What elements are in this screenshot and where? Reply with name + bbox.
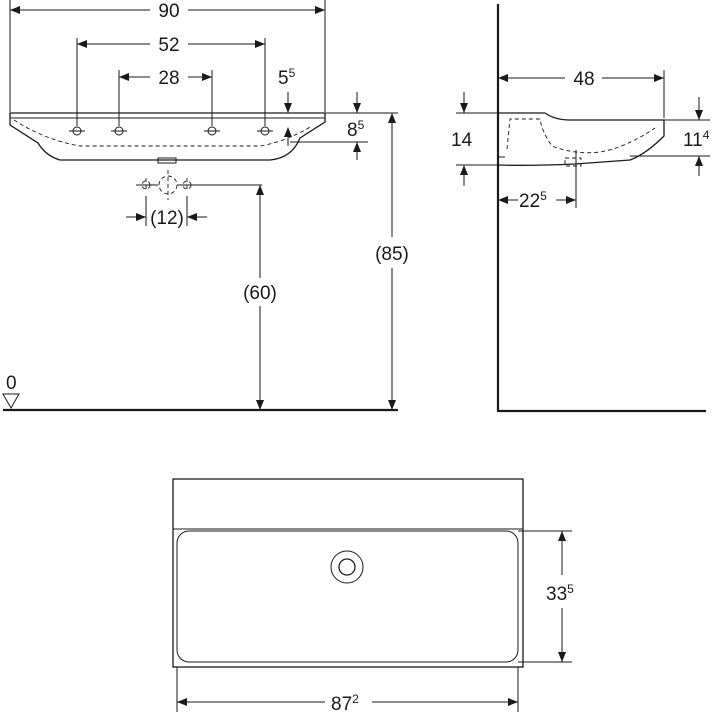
dim-tap-holes-inner: 28 [158, 68, 179, 89]
tap-hole-4 [257, 126, 273, 136]
floor-level-marker [2, 393, 20, 410]
dim-rim-offset: 55 [278, 66, 296, 89]
dim-drain-height: (60) [243, 283, 277, 304]
top-view: 335 872 [172, 478, 574, 715]
dim-rim-height: 85 [347, 118, 365, 141]
drain-hole [330, 550, 364, 584]
wall-outline [496, 4, 706, 413]
dim-total-height: (85) [375, 244, 409, 265]
drain-stub [157, 157, 177, 164]
dim-bowl-width: 872 [331, 692, 359, 715]
front-view: 90 52 28 55 85 [2, 0, 409, 412]
side-hidden-bowl [506, 118, 656, 154]
hidden-bowl-line [13, 119, 313, 147]
basin-outline [9, 112, 326, 161]
tap-hole-1 [69, 126, 85, 136]
dim-basin-height: 14 [451, 130, 473, 151]
side-basin-outline [497, 112, 665, 166]
side-view: 48 14 114 225 [451, 4, 710, 413]
dim-drain-spacing: (12) [150, 208, 184, 229]
dim-bowl-depth: 335 [546, 582, 574, 605]
top-basin-outline [172, 478, 524, 668]
floor-level-label: 0 [6, 373, 17, 394]
tap-hole-3 [204, 126, 220, 136]
side-drain [564, 150, 582, 208]
top-bowl-outline [176, 530, 519, 663]
dim-drain-offset: 225 [519, 189, 547, 212]
dim-depth: 48 [573, 69, 594, 90]
dim-bowl-height: 114 [683, 128, 710, 151]
tap-hole-2 [111, 126, 127, 136]
dim-tap-holes-outer: 52 [158, 35, 179, 56]
dim-overall-width: 90 [158, 1, 179, 22]
drain-symbol [136, 170, 262, 200]
